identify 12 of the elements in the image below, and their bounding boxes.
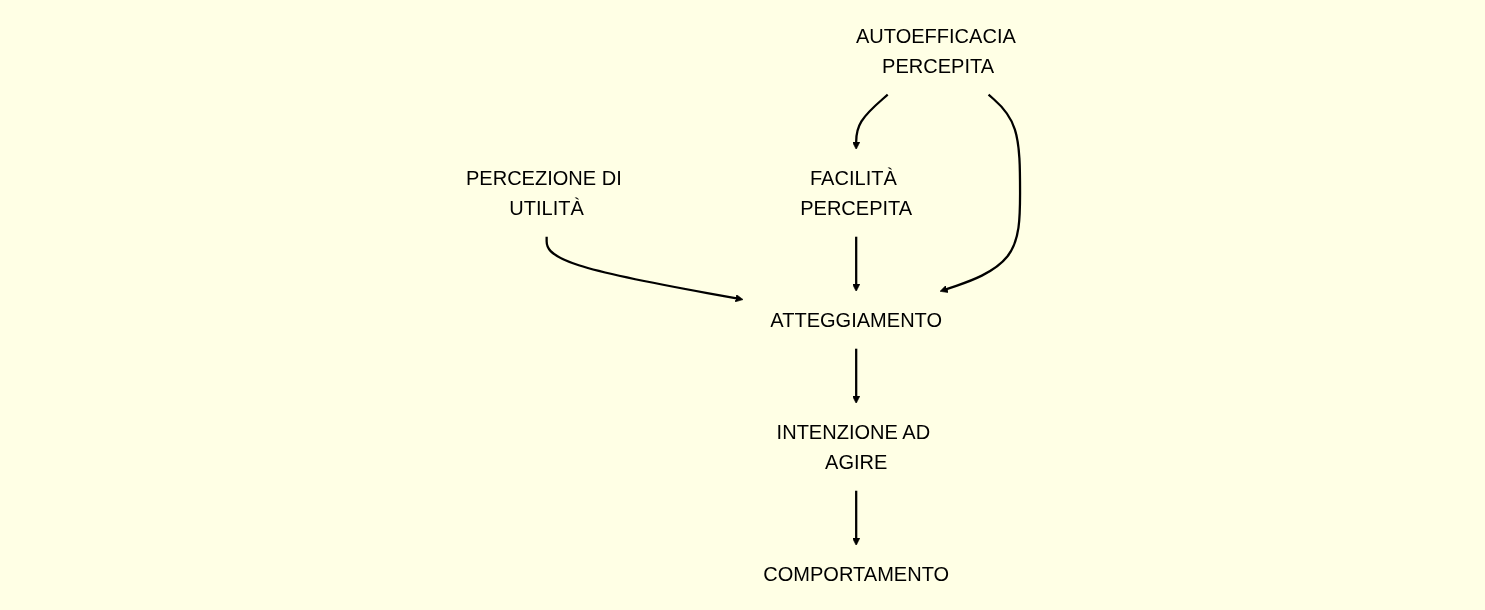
- node-text: INTENZIONE AD AGIRE: [776, 420, 931, 474]
- arrow: [852, 490, 861, 546]
- arrow: [852, 236, 861, 292]
- arrow: [939, 93, 1022, 293]
- arrow: [852, 93, 889, 150]
- node-text: COMPORTAMENTO: [763, 562, 950, 586]
- arrow: [852, 348, 861, 404]
- arrow: [545, 236, 744, 303]
- node-text: ATTEGGIAMENTO: [770, 308, 943, 332]
- node-text: FACILITÀ PERCEPITA: [800, 166, 913, 220]
- node-text: AUTOEFFICACIA PERCEPITA: [856, 24, 1015, 78]
- node-text: PERCEZIONE DI UTILITÀ: [466, 166, 622, 220]
